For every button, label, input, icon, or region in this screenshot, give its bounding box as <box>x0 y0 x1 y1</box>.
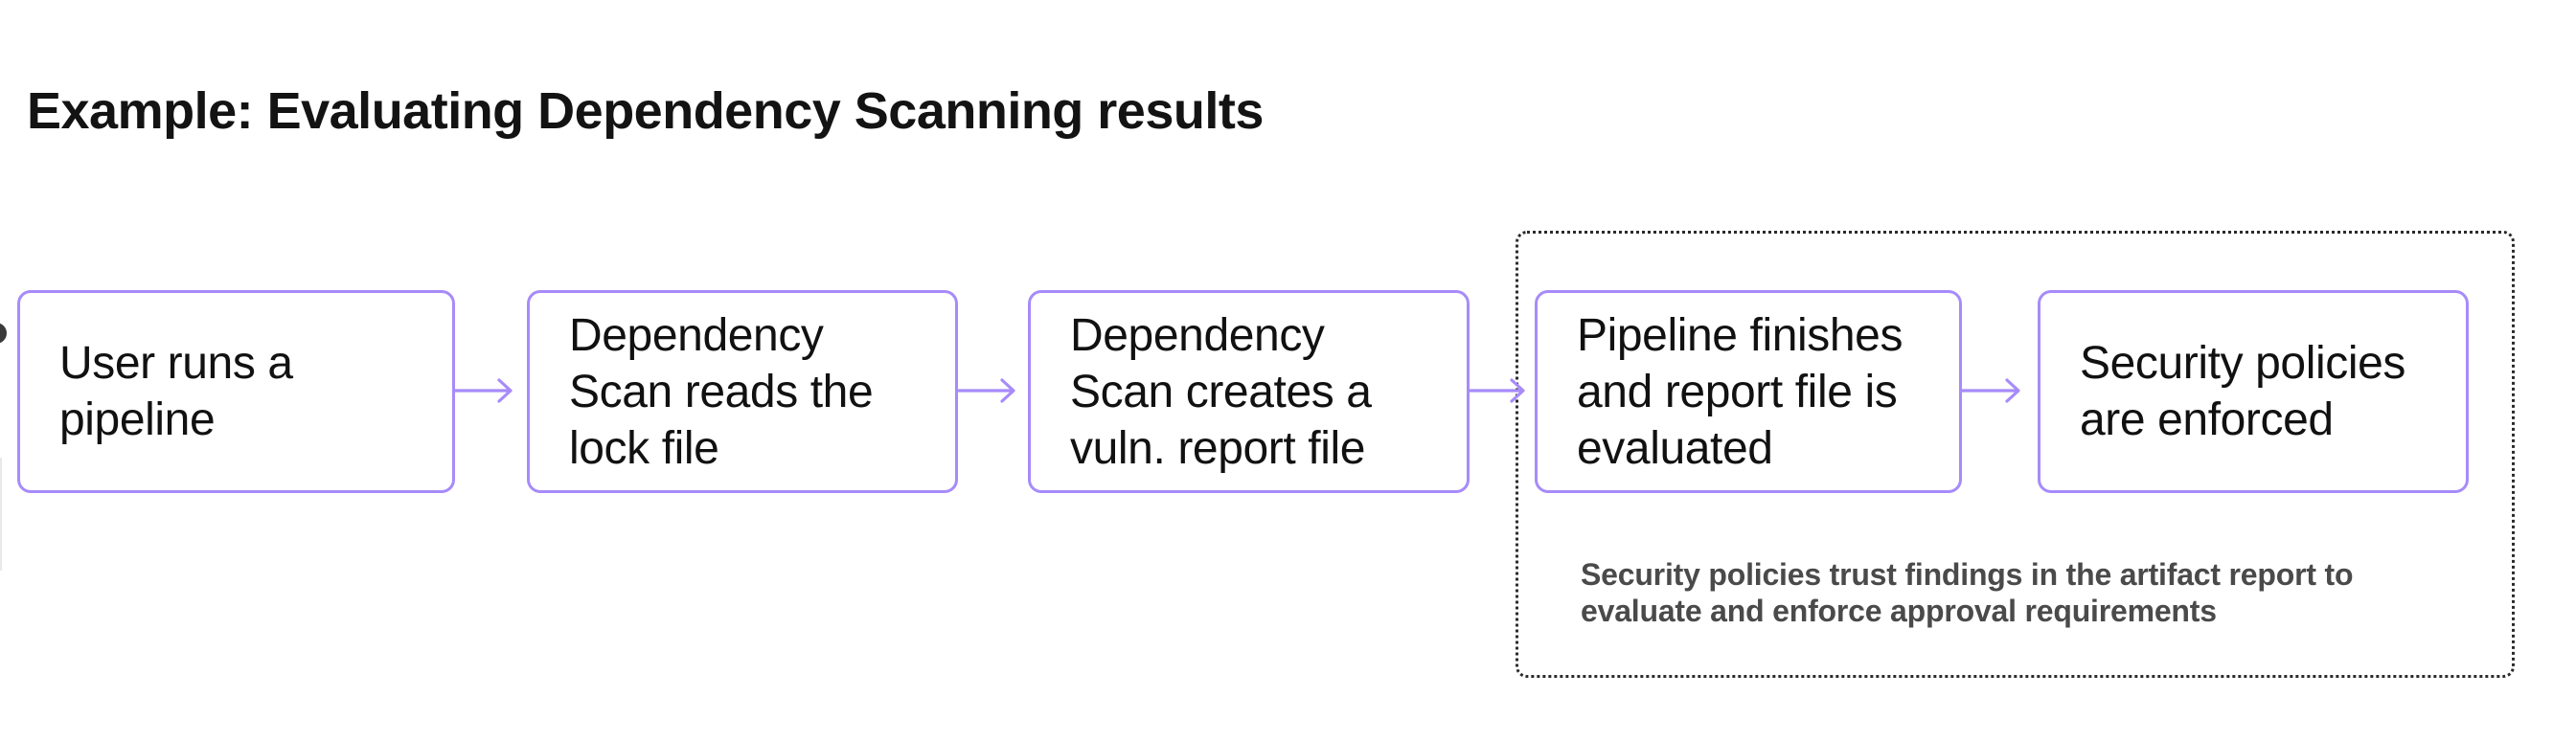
flow-box-user-runs-pipeline: User runs a pipeline <box>17 290 455 493</box>
flow-box-scan-creates-report: Dependency Scan creates a vuln. report f… <box>1028 290 1470 493</box>
flow-arrow-2 <box>957 378 1015 403</box>
flow-box-label: Dependency Scan reads the lock file <box>569 309 874 474</box>
flow-arrow-1 <box>453 378 513 403</box>
flow-box-label: Pipeline finishes and report file is eva… <box>1577 309 1904 474</box>
policy-group-note: Security policies trust findings in the … <box>1581 557 2354 628</box>
policy-evaluation-group-border <box>1516 231 2515 678</box>
edge-clipped-line <box>0 458 2 571</box>
flow-box-label: User runs a pipeline <box>59 338 293 445</box>
flow-box-scan-reads-lock-file: Dependency Scan reads the lock file <box>527 290 958 493</box>
diagram-title: Example: Evaluating Dependency Scanning … <box>27 82 1264 140</box>
edge-clipped-circle <box>0 323 7 344</box>
flow-box-policies-enforced: Security policies are enforced <box>2038 290 2469 493</box>
flow-box-pipeline-finishes: Pipeline finishes and report file is eva… <box>1535 290 1962 493</box>
flow-box-label: Dependency Scan creates a vuln. report f… <box>1070 309 1372 474</box>
flow-box-label: Security policies are enforced <box>2080 338 2406 445</box>
